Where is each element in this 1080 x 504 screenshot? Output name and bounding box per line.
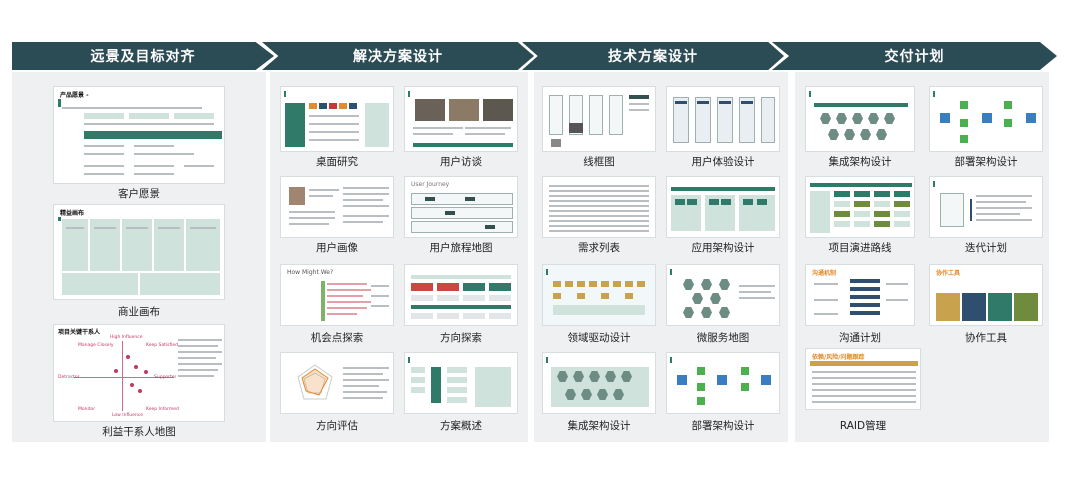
thumbnail-raid: 依赖/风险/问题跟踪 — [805, 348, 921, 410]
thumbnail-customer-vision: 产品愿景 - — [53, 86, 225, 184]
item-label-app-architecture: 应用架构设计 — [691, 242, 755, 254]
thumbnail-app-architecture — [666, 176, 780, 238]
thumb-title: 产品愿景 - — [60, 92, 89, 99]
thumbnail-iteration-plan — [929, 176, 1043, 238]
phase-header-solution: 解决方案设计 — [262, 42, 534, 70]
thumb-title: User Journey — [411, 181, 450, 188]
thumb-text-detractor: Detractor — [58, 375, 80, 380]
thumbnail-deploy-arch-tech — [666, 352, 780, 414]
item-label-deploy-arch-tech: 部署架构设计 — [691, 420, 755, 432]
thumbnail-persona — [280, 176, 394, 238]
item-label-solution-overview: 方案概述 — [440, 420, 482, 432]
item-label-ddd: 领域驱动设计 — [567, 332, 631, 344]
thumbnail-stakeholder-map: 项目关键干系人 High Influence Low Influence Man… — [53, 324, 225, 422]
phase-header-tech: 技术方案设计 — [522, 42, 784, 70]
thumbnail-direction-eval — [280, 352, 394, 414]
thumb-text-low: Low Influence — [112, 413, 144, 418]
thumb-text-monitor: Monitor — [78, 407, 96, 412]
item-label-user-journey: 用户旅程地图 — [429, 242, 493, 254]
phase-header-delivery: 交付计划 — [772, 42, 1057, 70]
thumb-title: 依赖/风险/问题跟踪 — [812, 354, 865, 361]
item-label-customer-vision: 客户愿景 — [118, 188, 160, 200]
thumbnail-deploy-arch — [929, 86, 1043, 152]
thumbnail-wireframe — [542, 86, 656, 152]
thumbnail-collab-tools: 协作工具 — [929, 264, 1043, 326]
item-label-wireframe: 线框图 — [583, 156, 615, 168]
item-label-deploy-arch: 部署架构设计 — [954, 156, 1018, 168]
thumbnail-communication-plan: 沟通机制 — [805, 264, 915, 326]
thumbnail-direction-explore — [404, 264, 518, 326]
thumbnail-requirements — [542, 176, 656, 238]
item-label-integration-arch: 集成架构设计 — [828, 156, 892, 168]
thumb-text-high: High Influence — [110, 335, 143, 340]
thumbnail-opportunity: How Might We? — [280, 264, 394, 326]
thumbnail-user-journey: User Journey — [404, 176, 518, 238]
item-label-stakeholder-map: 利益干系人地图 — [102, 426, 176, 438]
item-label-desk-research: 桌面研究 — [316, 156, 358, 168]
item-label-opportunity: 机会点探索 — [310, 332, 364, 344]
thumb-text-satisfied: Keep Satisfied — [146, 343, 178, 348]
item-label-integration-arch-tech: 集成架构设计 — [567, 420, 631, 432]
item-label-persona: 用户画像 — [316, 242, 358, 254]
thumbnail-integration-arch — [805, 86, 915, 152]
radar-chart-icon — [297, 364, 333, 400]
phase-header-vision: 远景及目标对齐 — [12, 42, 274, 70]
thumb-text-supporter: Supporter — [154, 375, 177, 380]
thumbnail-business-canvas: 精益画布 — [53, 204, 225, 300]
phase-column-delivery: 集成架构设计 部署架构设计 — [795, 72, 1049, 442]
thumbnail-ddd — [542, 264, 656, 326]
thumbnail-solution-overview — [404, 352, 518, 414]
phase-column-vision: 产品愿景 - 客户愿景 精益画布 — [12, 72, 266, 442]
item-label-communication-plan: 沟通计划 — [839, 332, 881, 344]
thumb-title: 协作工具 — [936, 270, 961, 277]
thumbnail-user-interview — [404, 86, 518, 152]
phase-column-solution: 桌面研究 用户访谈 用户画 — [270, 72, 528, 442]
thumb-title: 精益画布 — [60, 210, 85, 217]
item-label-direction-explore: 方向探索 — [440, 332, 482, 344]
item-label-ux-design: 用户体验设计 — [691, 156, 755, 168]
item-label-direction-eval: 方向评估 — [316, 420, 358, 432]
thumb-text-manage: Manage Closely — [78, 343, 114, 348]
item-label-user-interview: 用户访谈 — [440, 156, 482, 168]
item-label-roadmap: 项目演进路线 — [828, 242, 892, 254]
item-label-collab-tools: 协作工具 — [965, 332, 1007, 344]
item-label-iteration-plan: 迭代计划 — [965, 242, 1007, 254]
item-label-raid: RAID管理 — [839, 420, 887, 432]
thumb-title: 沟通机制 — [812, 270, 837, 277]
phase-column-tech: 线框图 用户体验设计 需求列表 — [534, 72, 788, 442]
thumb-title: How Might We? — [287, 269, 334, 276]
thumbnail-microservice-map — [666, 264, 780, 326]
item-label-microservice-map: 微服务地图 — [696, 332, 750, 344]
thumb-title: 项目关键干系人 — [58, 329, 101, 336]
thumbnail-roadmap — [805, 176, 915, 238]
item-label-business-canvas: 商业画布 — [118, 306, 160, 318]
item-label-requirements: 需求列表 — [578, 242, 620, 254]
thumb-text-informed: Keep Informed — [146, 407, 179, 412]
thumbnail-integration-arch-tech — [542, 352, 656, 414]
thumbnail-ux-design — [666, 86, 780, 152]
thumbnail-desk-research — [280, 86, 394, 152]
